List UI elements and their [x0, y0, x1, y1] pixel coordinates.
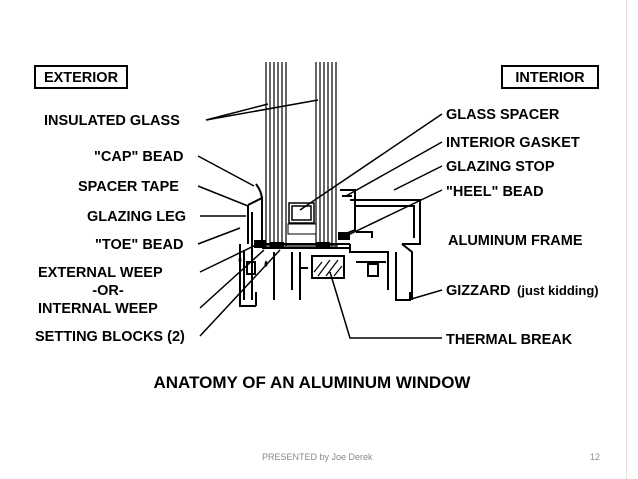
- or-label: -OR-: [92, 283, 124, 299]
- setting-block-right: [316, 242, 330, 248]
- thermal-break-label: THERMAL BREAK: [446, 332, 573, 348]
- external-weep-label: EXTERNAL WEEP: [38, 265, 163, 281]
- toe-bead-shape: [254, 240, 266, 248]
- glazing-leg-shape: [247, 196, 263, 244]
- leader-lines-right: [299, 113, 443, 339]
- secondary-seal: [287, 223, 317, 235]
- external-weep-drop: [238, 256, 242, 263]
- internal-weep-label: INTERNAL WEEP: [38, 301, 158, 317]
- page-number: 12: [590, 452, 601, 462]
- cap-bead-label: "CAP" BEAD: [94, 149, 183, 165]
- gizzard-note-label: (just kidding): [517, 283, 599, 298]
- cap-bead-shape: [255, 183, 263, 201]
- exterior-box: [34, 65, 128, 89]
- glazing-stop-shape: [339, 189, 356, 237]
- glass-spacer-shape: [288, 202, 315, 224]
- setting-block-left: [270, 242, 284, 248]
- presenter-credit: PRESENTED by Joe Derek: [262, 452, 373, 462]
- interior-gasket-label: INTERIOR GASKET: [446, 135, 580, 151]
- insulated-glass-label: INSULATED GLASS: [44, 113, 180, 129]
- toe-bead-label: "TOE" BEAD: [95, 237, 183, 253]
- diagram-title: ANATOMY OF AN ALUMINUM WINDOW: [154, 373, 472, 392]
- gizzard-label: GIZZARD: [446, 283, 510, 299]
- glass-spacer-label: GLASS SPACER: [446, 107, 560, 123]
- aluminum-frame-label: ALUMINUM FRAME: [448, 233, 583, 249]
- interior-label: INTERIOR: [515, 70, 585, 86]
- heel-bead-label: "HEEL" BEAD: [446, 184, 544, 200]
- heel-bead-shape: [338, 232, 350, 240]
- aluminum-frame-shape: [239, 199, 421, 307]
- spacer-tape-label: SPACER TAPE: [78, 179, 179, 195]
- slide-edge-rule: [626, 0, 627, 479]
- glazing-leg-label: GLAZING LEG: [87, 209, 186, 225]
- thermal-break-shape: [311, 255, 345, 279]
- insulated-glass-unit: [264, 62, 338, 247]
- glazing-stop-label: GLAZING STOP: [446, 159, 555, 175]
- exterior-label: EXTERIOR: [44, 70, 119, 86]
- interior-box: [501, 65, 599, 89]
- setting-blocks-label: SETTING BLOCKS (2): [35, 329, 185, 345]
- leader-lines-left: [197, 99, 319, 337]
